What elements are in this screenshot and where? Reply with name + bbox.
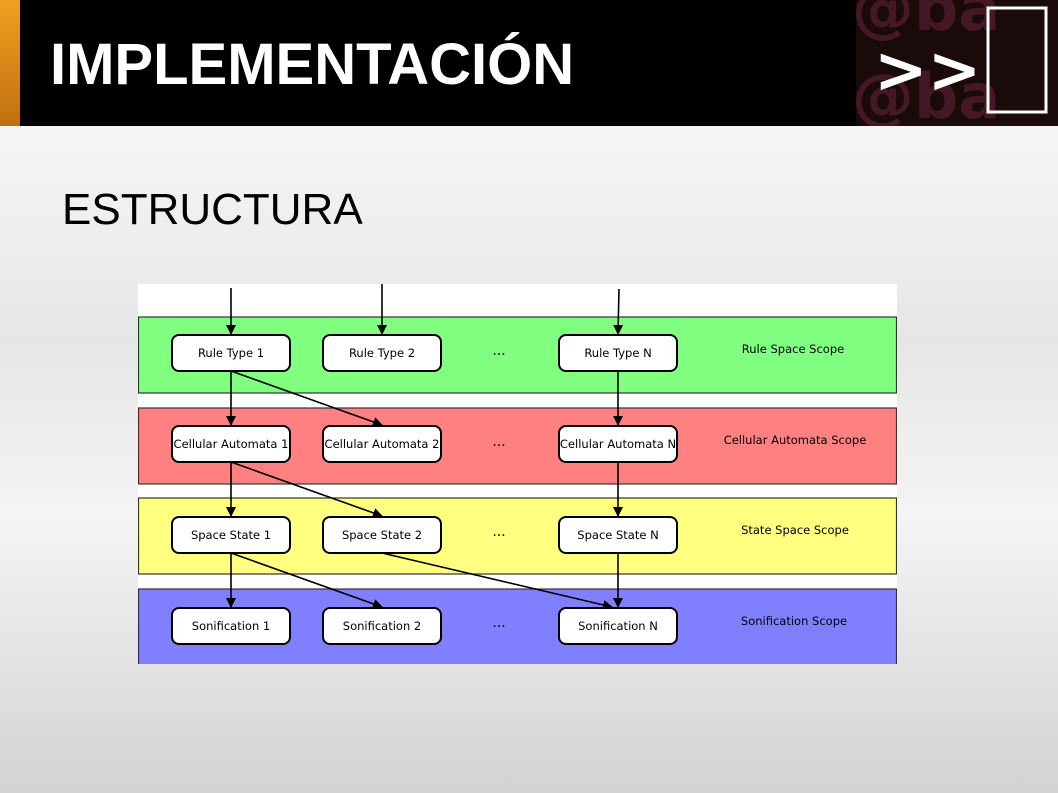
node-label: Sonification 2 — [343, 619, 421, 633]
logo-chevrons: >> — [874, 34, 981, 108]
slide-subtitle: ESTRUCTURA — [62, 185, 363, 234]
scope-label: Rule Space Scope — [742, 342, 844, 356]
ellipsis-label: ... — [492, 434, 505, 450]
scope-label: State Space Scope — [741, 523, 849, 537]
node-box — [171, 425, 291, 463]
ellipsis-label: ... — [492, 615, 505, 631]
scope-label: Sonification Scope — [741, 614, 847, 628]
node-2-2: Cellular Automata 2 — [322, 425, 442, 463]
logo-watermark-top: @ba — [856, 0, 1000, 45]
slide-title: IMPLEMENTACIÓN — [50, 32, 575, 97]
node-1-1: Rule Type 1 — [171, 334, 291, 372]
node-1-3: Rule Type N — [558, 334, 678, 372]
scope-label: Cellular Automata Scope — [724, 433, 867, 447]
node-label: Sonification N — [578, 619, 658, 633]
node-label: Space State 2 — [342, 528, 422, 542]
structure-diagram: Rule Space Scope...Cellular Automata Sco… — [138, 284, 897, 664]
node-4-3: Sonification N — [558, 607, 678, 645]
node-label: Space State N — [577, 528, 658, 542]
node-1-2: Rule Type 2 — [322, 334, 442, 372]
node-box — [322, 607, 442, 645]
node-label: Cellular Automata 2 — [325, 437, 440, 451]
node-2-3: Cellular Automata N — [558, 425, 678, 463]
node-2-1: Cellular Automata 1 — [171, 425, 291, 463]
node-box — [558, 425, 678, 463]
diagonal-arrow-3 — [230, 552, 383, 609]
node-label: Rule Type 1 — [198, 346, 264, 360]
node-label: Sonification 1 — [192, 619, 270, 633]
ellipsis-label: ... — [492, 524, 505, 540]
logo-frame — [986, 6, 1048, 114]
scope-band-rect — [138, 407, 897, 485]
node-box — [558, 334, 678, 372]
node-3-3: Space State N — [558, 516, 678, 554]
node-box — [171, 516, 291, 554]
diagonal-arrow-2 — [230, 461, 383, 518]
ellipsis-label: ... — [492, 343, 505, 359]
logo-watermark-bottom: @ba — [856, 60, 1000, 126]
node-label: Rule Type 2 — [349, 346, 415, 360]
node-box — [322, 334, 442, 372]
header-bar: IMPLEMENTACIÓN @ba @ba >> — [0, 0, 1058, 126]
node-label: Cellular Automata 1 — [174, 437, 289, 451]
node-3-2: Space State 2 — [322, 516, 442, 554]
node-3-1: Space State 1 — [171, 516, 291, 554]
logo-graphic: @ba @ba >> — [856, 0, 1058, 126]
node-box — [558, 516, 678, 554]
logo: @ba @ba >> — [856, 0, 1058, 126]
cross-arrow-state2-sonificationN — [381, 552, 613, 610]
input-arrow-3 — [613, 288, 624, 335]
node-box — [171, 334, 291, 372]
diagram-canvas: Rule Space Scope...Cellular Automata Sco… — [138, 284, 897, 664]
node-box — [171, 607, 291, 645]
node-label: Cellular Automata N — [560, 437, 676, 451]
node-label: Space State 1 — [191, 528, 271, 542]
scope-band-2: Cellular Automata Scope... — [138, 407, 897, 485]
accent-stripe — [0, 0, 20, 126]
node-box — [558, 607, 678, 645]
node-box — [322, 516, 442, 554]
node-box — [322, 425, 442, 463]
diagonal-arrow-1 — [230, 370, 383, 427]
node-4-2: Sonification 2 — [322, 607, 442, 645]
node-4-1: Sonification 1 — [171, 607, 291, 645]
node-label: Rule Type N — [584, 346, 651, 360]
